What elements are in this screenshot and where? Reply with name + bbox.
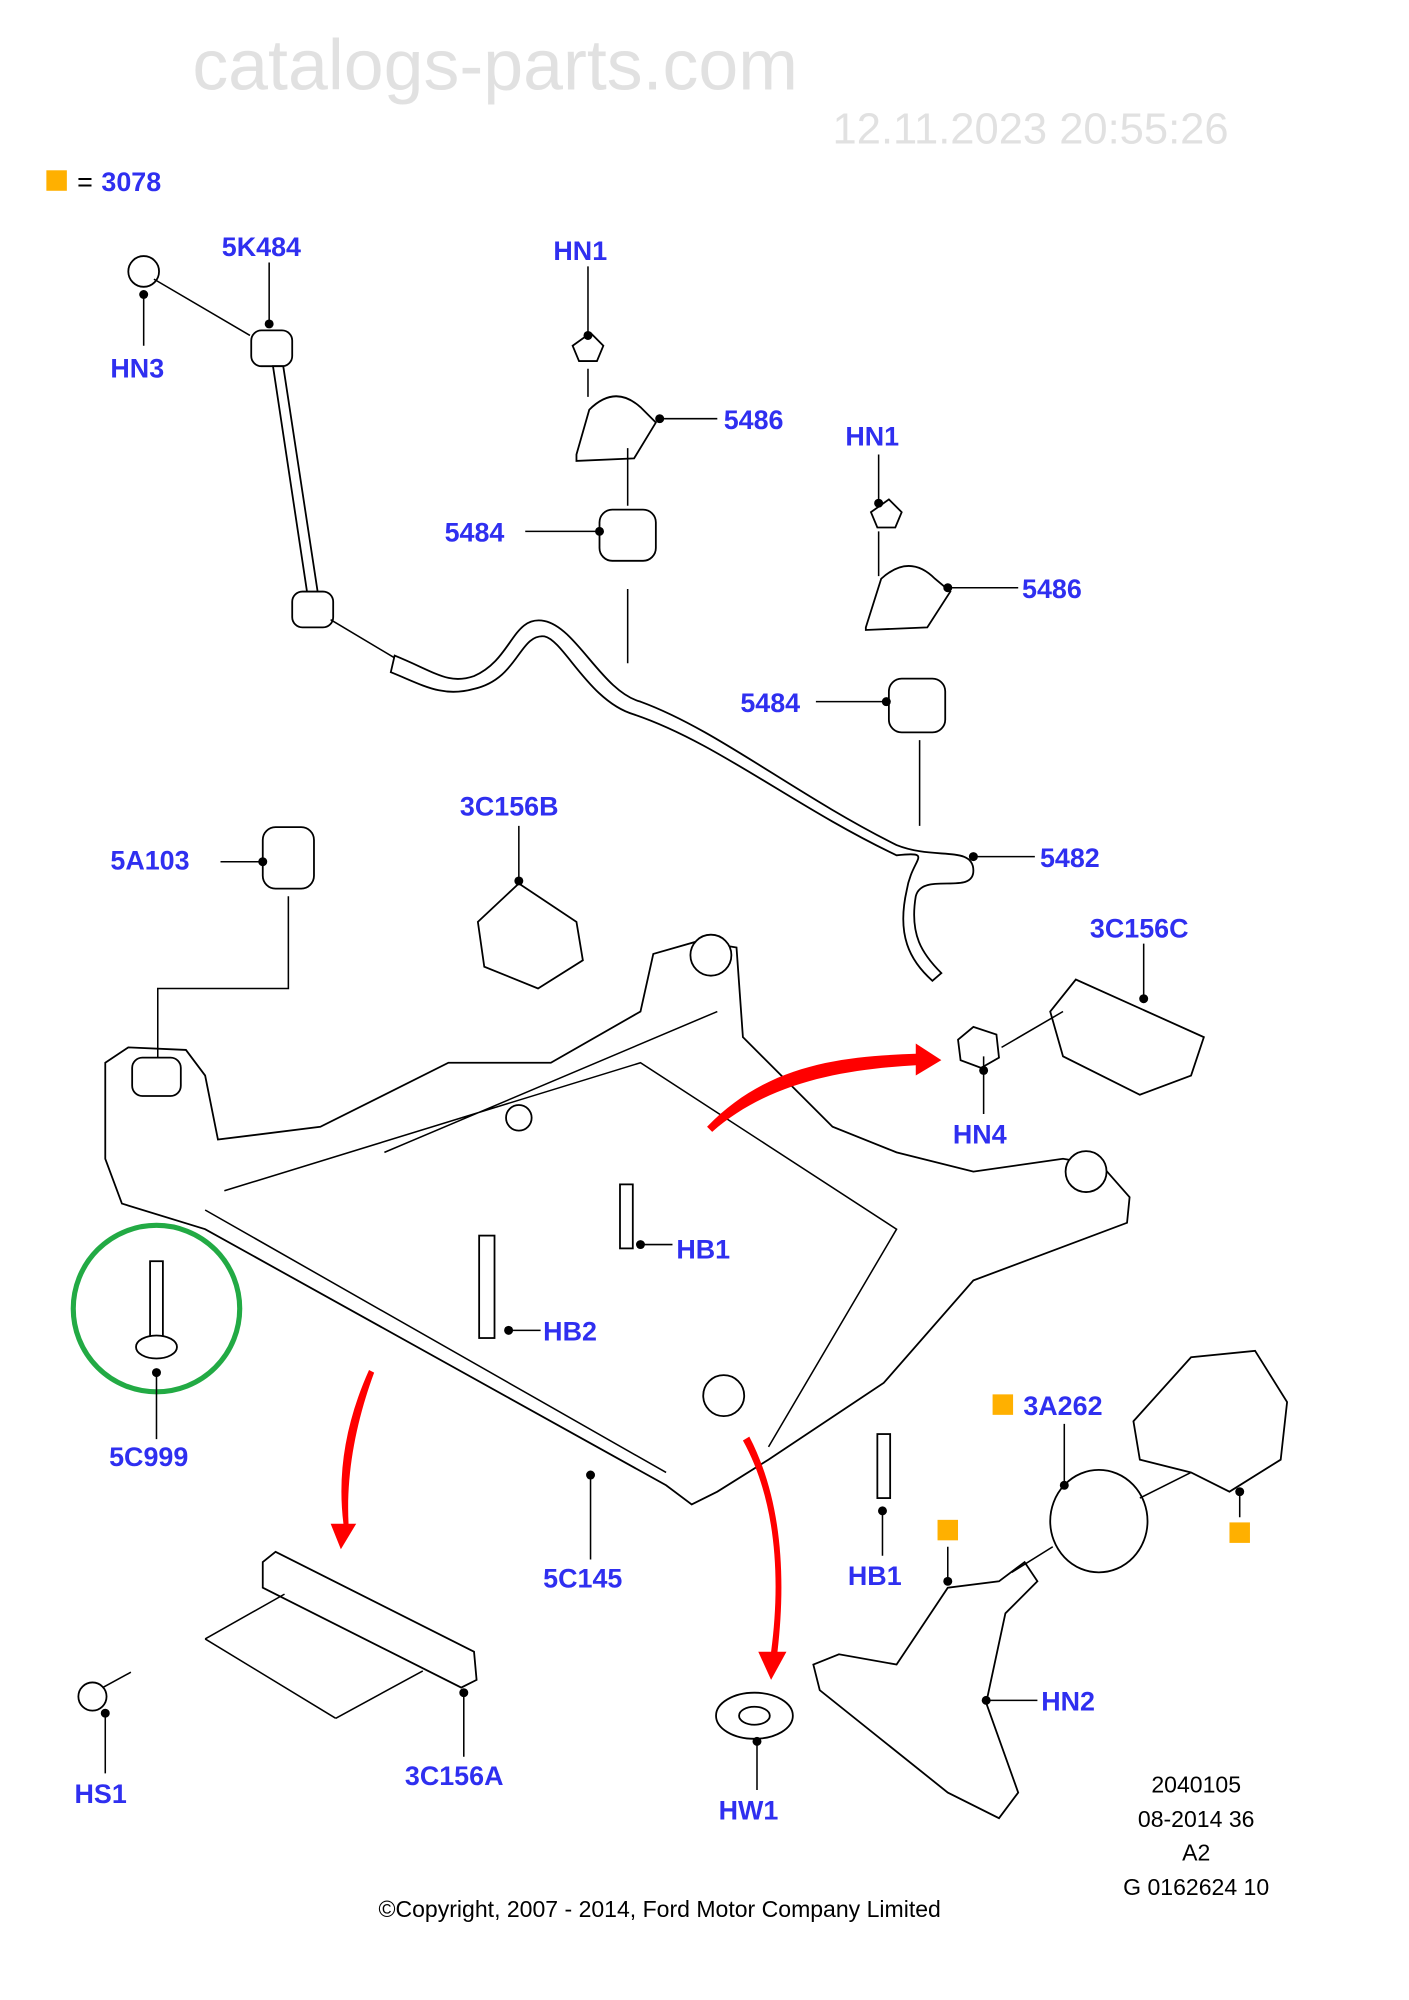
- callout-5c999[interactable]: 5C999: [109, 1442, 188, 1472]
- callout-5482[interactable]: 5482: [1040, 843, 1100, 873]
- arrow-icon: [330, 1370, 375, 1550]
- callout-hn3[interactable]: HN3: [110, 354, 164, 384]
- marker-3078-icon: [1229, 1522, 1250, 1543]
- callout-hw1[interactable]: HW1: [719, 1795, 779, 1825]
- bracket-3c156b: [476, 882, 584, 990]
- info-line-1: 2040105: [1151, 1772, 1241, 1798]
- bracket-bushing: [1132, 1349, 1289, 1493]
- info-line-4: G 0162624 10: [1123, 1874, 1269, 1900]
- link-5k484-top: [250, 329, 294, 368]
- callout-5k484[interactable]: 5K484: [222, 232, 301, 262]
- watermark-site: catalogs-parts.com: [192, 26, 798, 106]
- bracket-3c156c: [1049, 978, 1205, 1096]
- bushing-5484-b: [887, 677, 947, 734]
- watermark: catalogs-parts.com 12.11.2023 20:55:26: [192, 26, 1228, 154]
- bracket-3c156a: [261, 1550, 478, 1689]
- leader-lines: [100, 262, 1245, 1791]
- red-arrows: [330, 1043, 942, 1680]
- callout-5484[interactable]: 5484: [445, 518, 505, 548]
- callout-3c156b[interactable]: 3C156B: [460, 792, 559, 822]
- nut-hn4: [957, 1025, 1000, 1069]
- legend: = 3078: [46, 167, 161, 197]
- callout-5a103[interactable]: 5A103: [110, 845, 189, 875]
- bracket-5486-b: [864, 565, 952, 631]
- marker-3078-icon: [937, 1519, 959, 1541]
- callout-hb2[interactable]: HB2: [543, 1317, 597, 1347]
- callout-hn2[interactable]: HN2: [1041, 1687, 1095, 1717]
- copyright-notice: ©Copyright, 2007 - 2014, Ford Motor Comp…: [379, 1896, 941, 1922]
- nut-hn3: [127, 255, 160, 288]
- bolt-hs1: [77, 1681, 108, 1712]
- stabilizer-assembly: [127, 255, 975, 982]
- callout-5c145[interactable]: 5C145: [543, 1564, 622, 1594]
- callout-5486-b[interactable]: 5486: [1022, 574, 1082, 604]
- callout-hb1[interactable]: HB1: [676, 1235, 730, 1265]
- callout-labels: 5K484 HN3 HN1 5486 5484 HN1 5486 5484 3C…: [75, 232, 1189, 1825]
- marker-3078-icon: [992, 1394, 1014, 1415]
- subframe-5c145: [104, 933, 1131, 1506]
- bolt-5c999: [149, 1260, 164, 1339]
- diagram-info: 2040105 08-2014 36 A2 G 0162624 10: [1123, 1772, 1269, 1900]
- bolt-hb1: [619, 1183, 634, 1250]
- info-line-2: 08-2014 36: [1138, 1806, 1255, 1832]
- arrow-icon: [742, 1436, 787, 1680]
- legend-code: 3078: [101, 167, 161, 197]
- legend-marker-icon: [46, 170, 67, 191]
- bolt-hb1-b: [876, 1433, 892, 1499]
- bracket-5486: [575, 395, 657, 462]
- callout-hb1-b[interactable]: HB1: [848, 1561, 902, 1591]
- callout-hn4[interactable]: HN4: [953, 1119, 1007, 1149]
- callout-3c156a[interactable]: 3C156A: [405, 1761, 504, 1791]
- callout-hs1[interactable]: HS1: [75, 1779, 127, 1809]
- info-line-3: A2: [1182, 1839, 1210, 1865]
- watermark-stamp: 12.11.2023 20:55:26: [833, 105, 1229, 153]
- stabilizer-bar-5482: [389, 619, 975, 982]
- callout-5486[interactable]: 5486: [724, 405, 784, 435]
- bolt-hb2: [478, 1234, 496, 1339]
- bushing-5484: [598, 508, 657, 562]
- callout-3c156c[interactable]: 3C156C: [1090, 913, 1189, 943]
- arrow-icon: [707, 1043, 942, 1132]
- nut-hn1-b: [869, 498, 903, 529]
- callout-hn1-b[interactable]: HN1: [845, 422, 899, 452]
- mount-5a103-seat: [131, 1056, 182, 1097]
- callout-5484-b[interactable]: 5484: [740, 688, 800, 718]
- callout-3a262[interactable]: 3A262: [1023, 1391, 1102, 1421]
- mount-5a103: [261, 826, 315, 890]
- bushing-3a262: [1049, 1469, 1149, 1574]
- callout-hn1[interactable]: HN1: [553, 236, 607, 266]
- control-arm: [812, 1560, 1039, 1820]
- legend-equals: =: [77, 167, 93, 197]
